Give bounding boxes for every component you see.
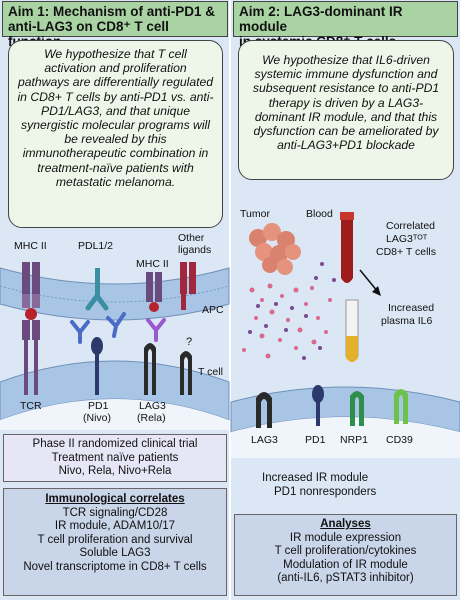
aim1-title-line1: Aim 1: Mechanism of anti-PD1 & <box>8 4 216 19</box>
tumor-icon <box>249 223 301 275</box>
trial-line2: Treatment naïve patients <box>51 451 179 464</box>
analyses-title: Analyses <box>320 518 371 530</box>
question-label: ? <box>186 336 193 348</box>
il6-tube-icon <box>345 299 359 362</box>
arrow-icon <box>359 269 379 293</box>
mhc-right-label: MHC II <box>136 258 169 270</box>
correlated-label: Correlated <box>386 220 436 232</box>
tcr-label: TCR <box>20 400 42 412</box>
analyses-box: Analyses IR module expression T cell pro… <box>234 514 457 596</box>
rec-lag3-label: LAG3 <box>251 434 278 446</box>
rec-cd39-label: CD39 <box>386 434 413 446</box>
correlates-item: T cell proliferation and survival <box>37 533 193 546</box>
aim2-title-line1: Aim 2: LAG3-dominant IR module <box>239 4 403 34</box>
aim2-nrp1-icon <box>350 391 364 426</box>
rec-nrp1-label: NRP1 <box>340 434 369 446</box>
blood-tube-icon <box>340 212 354 283</box>
ir-module-label: Increased IR module <box>262 472 369 484</box>
panel-divider <box>229 0 231 600</box>
nivo-antibody-icon <box>70 312 126 344</box>
il6-dots-dark <box>248 262 336 360</box>
lag3-sub-label: (Rela) <box>137 412 166 424</box>
analyses-item: (anti-IL6, pSTAT3 inhibitor) <box>277 572 414 584</box>
mhc-left-icon <box>22 262 40 308</box>
correlates-title: Immunological correlates <box>45 493 185 505</box>
trial-line1: Phase II randomized clinical trial <box>32 438 198 450</box>
mhc-left-label: MHC II <box>14 240 47 252</box>
pdl-icon <box>85 268 109 311</box>
rela-antibody-icon <box>146 318 166 342</box>
pdl-label: PDL1/2 <box>78 240 114 252</box>
tumor-label: Tumor <box>240 208 270 220</box>
pd1-label: PD1 <box>88 400 109 412</box>
pd1-sub-label: (Nivo) <box>83 412 111 424</box>
apc-membrane <box>0 267 230 321</box>
correlates-item: Soluble LAG3 <box>79 547 151 559</box>
blood-label: Blood <box>306 208 333 220</box>
rec-pd1-label: PD1 <box>305 434 326 446</box>
aim2-cd39-icon <box>394 389 408 424</box>
aim2-lag3-icon <box>256 392 272 428</box>
aim2-pd1-icon <box>312 385 324 426</box>
lag3-label: LAG3 <box>139 400 166 412</box>
lag3-receptor-2-icon <box>180 351 192 395</box>
trial-box: Phase II randomized clinical trial Treat… <box>3 434 227 482</box>
cd8-label: CD8+ T cells <box>376 246 437 258</box>
correlates-item: Novel transcriptome in CD8+ T cells <box>23 560 207 573</box>
analyses-item: T cell proliferation/cytokines <box>274 545 417 557</box>
other-ligands-label: Other ligands <box>178 232 212 256</box>
other-ligands-icon <box>180 262 196 310</box>
il6-dots <box>242 283 332 359</box>
lag3tot-label: LAG3ᵀᴼᵀ <box>386 233 428 245</box>
tcr-icon <box>22 320 40 395</box>
apc-label: APC <box>202 304 224 316</box>
trial-line3: Nivo, Rela, Nivo+Rela <box>58 465 172 477</box>
nonresponders-label: PD1 nonresponders <box>274 486 377 498</box>
aim2-hypothesis: We hypothesize that IL6-driven systemic … <box>238 40 454 180</box>
analyses-item: IR module expression <box>289 531 402 544</box>
pd1-icon <box>91 337 103 395</box>
lag3-receptor-icon <box>144 343 156 395</box>
peptide-icon <box>25 308 37 320</box>
increased-label: Increased <box>388 302 435 314</box>
tcell-label: T cell <box>198 366 223 378</box>
analyses-item: Modulation of IR module <box>283 558 408 571</box>
correlates-item: TCR signaling/CD28 <box>62 506 168 519</box>
mhc-right-icon <box>146 272 162 312</box>
tcell-interior <box>0 399 229 430</box>
aim1-title: Aim 1: Mechanism of anti-PD1 & anti-LAG3… <box>2 1 228 49</box>
aim1-hypothesis: We hypothesize that T cell activation an… <box>8 40 223 228</box>
correlates-box: Immunological correlates TCR signaling/C… <box>3 488 227 596</box>
plasma-il6-label: plasma IL6 <box>381 315 433 327</box>
correlates-item: IR module, ADAM10/17 <box>54 520 176 532</box>
